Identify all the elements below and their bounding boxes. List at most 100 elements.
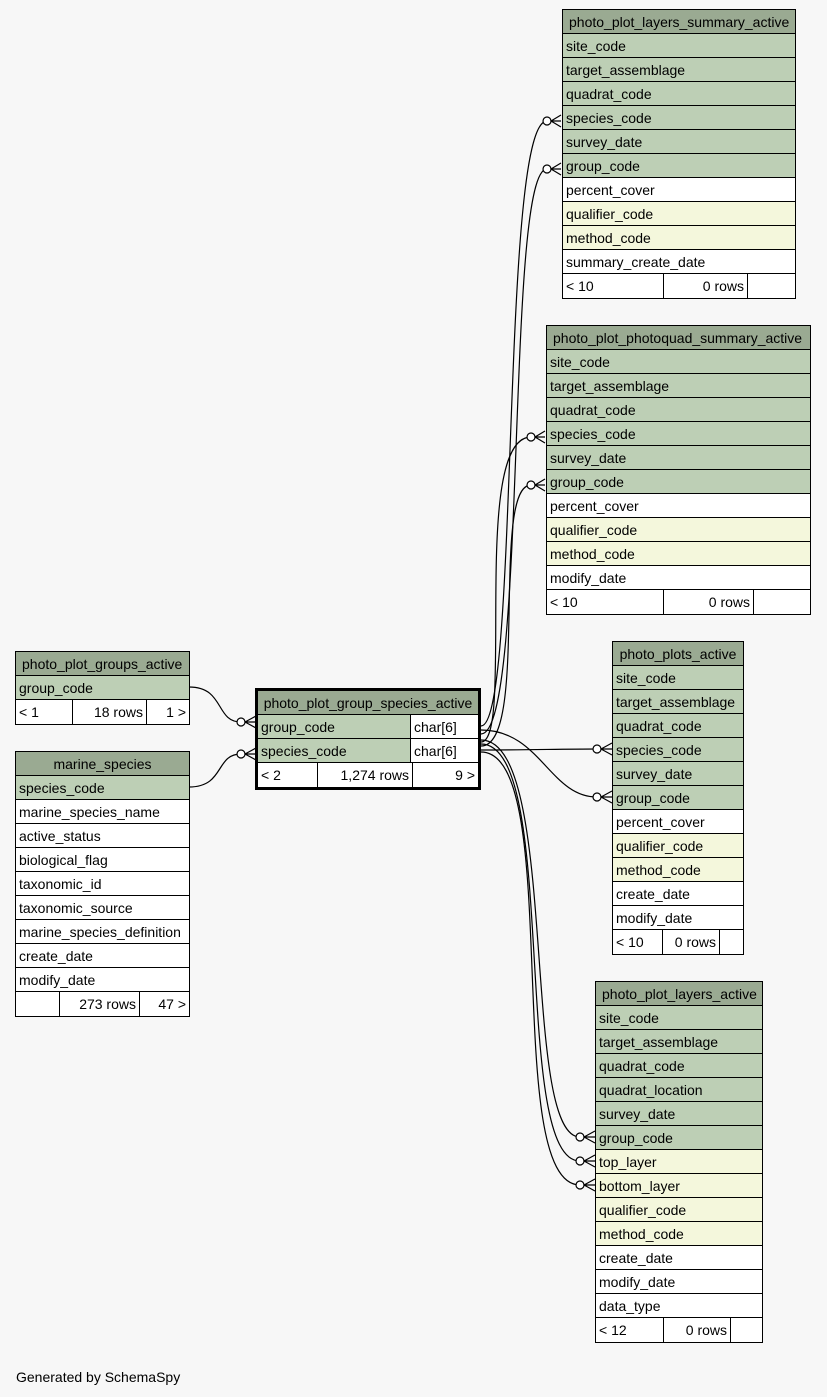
column-row[interactable]: modify_date xyxy=(596,1270,762,1294)
column-row[interactable]: group_code char[6] xyxy=(258,715,478,739)
column-row[interactable]: group_code xyxy=(547,470,810,494)
table-photo-plot-layers-active[interactable]: photo_plot_layers_active site_code targe… xyxy=(595,981,763,1343)
column-row[interactable]: survey_date xyxy=(563,130,795,154)
parents-count[interactable]: < 10 xyxy=(550,594,578,610)
column-name: modify_date xyxy=(550,569,627,586)
children-count[interactable] xyxy=(753,590,810,614)
column-row[interactable]: percent_cover xyxy=(547,494,810,518)
table-header[interactable]: photo_plot_group_species_active xyxy=(258,691,478,715)
column-row[interactable]: method_code xyxy=(596,1222,762,1246)
column-row[interactable]: species_code xyxy=(563,106,795,130)
edge-endpoint-circle xyxy=(526,480,536,490)
table-header[interactable]: photo_plot_layers_active xyxy=(596,982,762,1006)
column-row[interactable]: species_code xyxy=(16,776,189,800)
column-name: group_code xyxy=(550,473,624,490)
column-row[interactable]: quadrat_code xyxy=(563,82,795,106)
column-row[interactable]: method_code xyxy=(613,858,743,882)
table-header[interactable]: photo_plot_photoquad_summary_active xyxy=(547,326,810,350)
table-photo-plots-active[interactable]: photo_plots_active site_code target_asse… xyxy=(612,641,744,955)
column-row[interactable]: species_code xyxy=(613,738,743,762)
children-count[interactable] xyxy=(730,1318,762,1342)
column-row[interactable]: qualifier_code xyxy=(613,834,743,858)
column-row[interactable]: bottom_layer xyxy=(596,1174,762,1198)
crowfoot-icon xyxy=(534,478,546,492)
column-name: species_code xyxy=(19,779,105,796)
column-row[interactable]: modify_date xyxy=(16,968,189,992)
crowfoot-icon xyxy=(583,1178,596,1192)
column-row[interactable]: quadrat_code xyxy=(547,398,810,422)
column-row[interactable]: create_date xyxy=(596,1246,762,1270)
column-row[interactable]: species_code xyxy=(547,422,810,446)
column-row[interactable]: qualifier_code xyxy=(596,1198,762,1222)
parents-count[interactable]: < 2 xyxy=(261,767,281,783)
column-row[interactable]: marine_species_definition xyxy=(16,920,189,944)
column-row[interactable]: method_code xyxy=(547,542,810,566)
column-row[interactable]: qualifier_code xyxy=(547,518,810,542)
table-marine-species[interactable]: marine_species species_code marine_speci… xyxy=(15,751,190,1017)
column-row[interactable]: create_date xyxy=(16,944,189,968)
table-photo-plot-groups-active[interactable]: photo_plot_groups_active group_code < 1 … xyxy=(15,651,190,725)
column-row[interactable]: biological_flag xyxy=(16,848,189,872)
column-row[interactable]: site_code xyxy=(613,666,743,690)
children-count[interactable] xyxy=(719,930,743,954)
table-header[interactable]: marine_species xyxy=(16,752,189,776)
column-row[interactable]: site_code xyxy=(563,34,795,58)
column-name: bottom_layer xyxy=(599,1177,680,1194)
column-name: target_assemblage xyxy=(599,1033,719,1050)
parents-count[interactable]: < 12 xyxy=(599,1322,627,1338)
column-row[interactable]: qualifier_code xyxy=(563,202,795,226)
column-row[interactable]: group_code xyxy=(596,1126,762,1150)
column-row[interactable]: target_assemblage xyxy=(613,690,743,714)
column-row[interactable]: site_code xyxy=(547,350,810,374)
column-row[interactable]: site_code xyxy=(596,1006,762,1030)
column-row[interactable]: survey_date xyxy=(547,446,810,470)
column-row[interactable]: target_assemblage xyxy=(563,58,795,82)
children-count[interactable]: 9 > xyxy=(412,763,478,787)
column-row[interactable]: marine_species_name xyxy=(16,800,189,824)
column-row[interactable]: percent_cover xyxy=(613,810,743,834)
column-row[interactable]: group_code xyxy=(563,154,795,178)
children-count[interactable]: 47 > xyxy=(139,992,189,1016)
column-row[interactable]: create_date xyxy=(613,882,743,906)
children-count[interactable] xyxy=(747,274,795,298)
column-row[interactable]: percent_cover xyxy=(563,178,795,202)
column-row[interactable]: modify_date xyxy=(613,906,743,930)
column-row[interactable]: quadrat_code xyxy=(596,1054,762,1078)
table-photo-plot-layers-summary-active[interactable]: photo_plot_layers_summary_active site_co… xyxy=(562,9,796,299)
table-header[interactable]: photo_plot_layers_summary_active xyxy=(563,10,795,34)
parents-count[interactable]: < 10 xyxy=(616,934,644,950)
table-header[interactable]: photo_plots_active xyxy=(613,642,743,666)
parents-count[interactable]: < 10 xyxy=(566,278,594,294)
column-row[interactable]: target_assemblage xyxy=(596,1030,762,1054)
column-name: data_type xyxy=(599,1297,661,1314)
table-footer: < 10 0 rows xyxy=(563,274,795,298)
column-row[interactable]: species_code char[6] xyxy=(258,739,478,763)
column-name: site_code xyxy=(599,1009,659,1026)
column-row[interactable]: survey_date xyxy=(613,762,743,786)
column-name: qualifier_code xyxy=(616,837,704,854)
column-row[interactable]: active_status xyxy=(16,824,189,848)
column-row[interactable]: modify_date xyxy=(547,566,810,590)
edge-endpoint-circle xyxy=(592,744,602,754)
column-row[interactable]: quadrat_location xyxy=(596,1078,762,1102)
edge-endpoint-circle xyxy=(236,717,246,727)
column-row[interactable]: top_layer xyxy=(596,1150,762,1174)
children-count[interactable]: 1 > xyxy=(146,700,189,724)
column-row[interactable]: summary_create_date xyxy=(563,250,795,274)
table-header[interactable]: photo_plot_groups_active xyxy=(16,652,189,676)
column-row[interactable]: taxonomic_source xyxy=(16,896,189,920)
column-name: site_code xyxy=(616,669,676,686)
table-footer: < 1 18 rows 1 > xyxy=(16,700,189,724)
parents-count[interactable] xyxy=(16,992,59,1016)
column-row[interactable]: target_assemblage xyxy=(547,374,810,398)
parents-count[interactable]: < 1 xyxy=(19,704,39,720)
column-row[interactable]: data_type xyxy=(596,1294,762,1318)
table-photo-plot-group-species-active[interactable]: photo_plot_group_species_active group_co… xyxy=(255,688,481,790)
column-row[interactable]: group_code xyxy=(16,676,189,700)
column-row[interactable]: quadrat_code xyxy=(613,714,743,738)
column-row[interactable]: group_code xyxy=(613,786,743,810)
table-photo-plot-photoquad-summary-active[interactable]: photo_plot_photoquad_summary_active site… xyxy=(546,325,811,615)
column-row[interactable]: method_code xyxy=(563,226,795,250)
column-row[interactable]: survey_date xyxy=(596,1102,762,1126)
column-row[interactable]: taxonomic_id xyxy=(16,872,189,896)
